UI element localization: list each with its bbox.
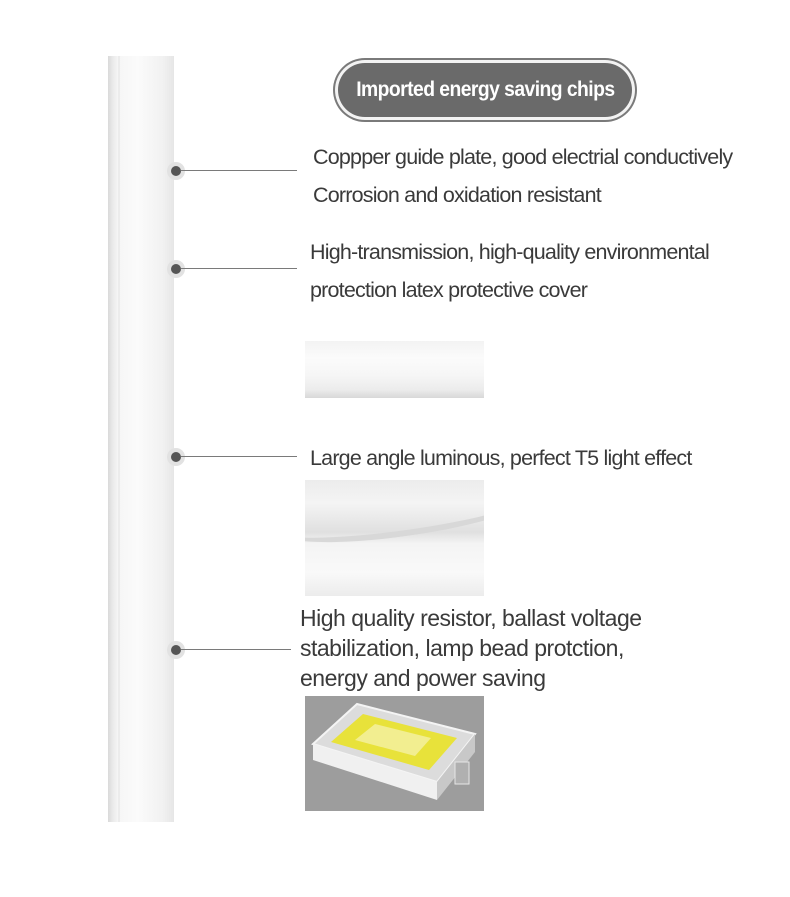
callout-dot-4 <box>171 645 181 655</box>
callout-dot-3 <box>171 452 181 462</box>
led-chip-photo <box>305 696 484 811</box>
feature-text-line: Coppper guide plate, good electrial cond… <box>313 145 733 169</box>
feature-text-line: High-transmission, high-quality environm… <box>310 240 710 264</box>
chips-badge: Imported energy saving chips <box>335 60 635 120</box>
feature-text-line: energy and power saving <box>300 665 546 691</box>
feature-text-line: protection latex protective cover <box>310 278 588 302</box>
callout-dot-2 <box>171 264 181 274</box>
tube-profile-photo <box>305 480 484 596</box>
callout-line-4 <box>181 649 291 650</box>
feature-resistor: High quality resistor, ballast voltage s… <box>300 603 642 693</box>
feature-text-line: stabilization, lamp bead protction, <box>300 635 624 661</box>
feature-luminous-angle: Large angle luminous, perfect T5 light e… <box>310 439 692 477</box>
led-tube-image <box>108 56 174 822</box>
callout-dot-1 <box>171 166 181 176</box>
chips-badge-label: Imported energy saving chips <box>355 78 615 101</box>
callout-line-3 <box>181 456 297 457</box>
callout-line-2 <box>181 268 297 269</box>
feature-text-line: Corrosion and oxidation resistant <box>313 183 602 207</box>
led-chip-illustration <box>311 702 477 800</box>
feature-text-line: Large angle luminous, perfect T5 light e… <box>310 446 692 470</box>
callout-line-1 <box>181 170 297 171</box>
latex-cover-photo <box>305 341 484 398</box>
feature-copper-plate: Coppper guide plate, good electrial cond… <box>313 138 733 214</box>
feature-text-line: High quality resistor, ballast voltage <box>300 605 642 631</box>
feature-latex-cover: High-transmission, high-quality environm… <box>310 233 710 309</box>
